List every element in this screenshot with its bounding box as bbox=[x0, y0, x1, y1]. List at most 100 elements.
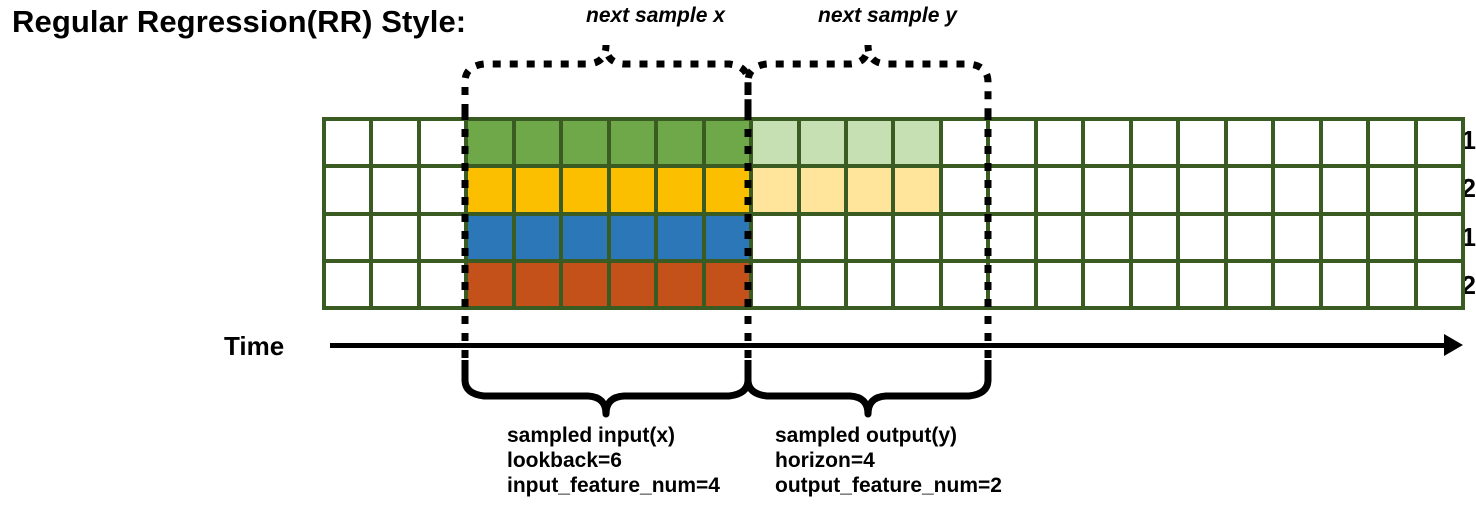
cell-blank-r1-c19 bbox=[1180, 121, 1224, 165]
cell-blank-r3-c1 bbox=[326, 215, 370, 259]
cell-input-r2-c6 bbox=[563, 168, 607, 212]
cell-blank-r3-c2 bbox=[373, 215, 417, 259]
cell-blank-r3-c10 bbox=[753, 215, 797, 259]
cell-blank-r3-c11 bbox=[800, 215, 845, 259]
cell-blank-r2-c14 bbox=[942, 168, 987, 212]
cell-blank-r2-c1 bbox=[326, 168, 370, 212]
cell-blank-r2-c17 bbox=[1085, 168, 1129, 212]
cell-blank-r1-c17 bbox=[1085, 121, 1129, 165]
cell-blank-r3-c16 bbox=[1037, 215, 1082, 259]
cell-input-r1-c9 bbox=[705, 121, 750, 165]
cell-input-r2-c8 bbox=[658, 168, 702, 212]
cell-input-r1-c8 bbox=[658, 121, 702, 165]
cell-blank-r3-c17 bbox=[1085, 215, 1129, 259]
bottom-brace-sampled-output bbox=[744, 360, 992, 418]
cell-blank-r3-c21 bbox=[1275, 215, 1319, 259]
cell-input-r4-c4 bbox=[468, 262, 512, 306]
cell-output-r2-c11 bbox=[800, 168, 845, 212]
cell-blank-r4-c19 bbox=[1180, 262, 1224, 306]
cell-blank-r2-c21 bbox=[1275, 168, 1319, 212]
caption-sampled-input: sampled input(x) lookback=6 input_featur… bbox=[507, 423, 720, 498]
caption-input-line-3: input_feature_num=4 bbox=[507, 474, 720, 497]
cell-blank-r4-c20 bbox=[1227, 262, 1272, 306]
cell-blank-r2-c18 bbox=[1132, 168, 1177, 212]
cell-blank-r1-c23 bbox=[1370, 121, 1414, 165]
caption-output-line-3: output_feature_num=2 bbox=[775, 474, 1002, 497]
cell-blank-r1-c18 bbox=[1132, 121, 1177, 165]
cell-blank-r1-c21 bbox=[1275, 121, 1319, 165]
cell-blank-r4-c17 bbox=[1085, 262, 1129, 306]
cell-blank-r1-c16 bbox=[1037, 121, 1082, 165]
caption-sampled-output: sampled output(y) horizon=4 output_featu… bbox=[775, 423, 1002, 498]
cell-blank-r4-c10 bbox=[753, 262, 797, 306]
cell-blank-r4-c1 bbox=[326, 262, 370, 306]
cell-output-r2-c10 bbox=[753, 168, 797, 212]
cell-blank-r2-c3 bbox=[420, 168, 465, 212]
cell-blank-r1-c14 bbox=[942, 121, 987, 165]
cell-input-r3-c8 bbox=[658, 215, 702, 259]
cell-blank-r2-c22 bbox=[1322, 168, 1367, 212]
cell-input-r3-c5 bbox=[515, 215, 560, 259]
cell-blank-r4-c12 bbox=[848, 262, 892, 306]
cell-blank-r2-c24 bbox=[1417, 168, 1461, 212]
caption-output-line-2: horizon=4 bbox=[775, 449, 875, 472]
cell-blank-r2-c20 bbox=[1227, 168, 1272, 212]
cell-input-r1-c4 bbox=[468, 121, 512, 165]
cell-blank-r4-c2 bbox=[373, 262, 417, 306]
top-brace-next-sample-y bbox=[744, 44, 992, 112]
cell-blank-r4-c14 bbox=[942, 262, 987, 306]
cell-blank-r2-c15 bbox=[990, 168, 1034, 212]
cell-blank-r4-c23 bbox=[1370, 262, 1414, 306]
cell-input-r4-c7 bbox=[610, 262, 655, 306]
cell-blank-r3-c24 bbox=[1417, 215, 1461, 259]
cell-blank-r3-c14 bbox=[942, 215, 987, 259]
cell-blank-r4-c21 bbox=[1275, 262, 1319, 306]
caption-input-line-1: sampled input(x) bbox=[507, 424, 676, 447]
cell-input-r1-c6 bbox=[563, 121, 607, 165]
cell-blank-r4-c13 bbox=[895, 262, 939, 306]
cell-blank-r4-c11 bbox=[800, 262, 845, 306]
cell-input-r4-c8 bbox=[658, 262, 702, 306]
caption-input-line-2: lookback=6 bbox=[507, 449, 622, 472]
cell-input-r2-c9 bbox=[705, 168, 750, 212]
cell-output-r1-c12 bbox=[848, 121, 892, 165]
time-axis-line bbox=[330, 343, 1446, 348]
cell-blank-r4-c22 bbox=[1322, 262, 1367, 306]
cell-input-r4-c9 bbox=[705, 262, 750, 306]
cell-blank-r3-c15 bbox=[990, 215, 1034, 259]
cell-input-r2-c4 bbox=[468, 168, 512, 212]
cell-blank-r3-c22 bbox=[1322, 215, 1367, 259]
cell-input-r3-c7 bbox=[610, 215, 655, 259]
cell-blank-r3-c19 bbox=[1180, 215, 1224, 259]
cell-blank-r4-c3 bbox=[420, 262, 465, 306]
cell-blank-r2-c23 bbox=[1370, 168, 1414, 212]
cell-input-r4-c6 bbox=[563, 262, 607, 306]
cell-blank-r4-c18 bbox=[1132, 262, 1177, 306]
annotation-next-sample-x: next sample x bbox=[586, 4, 725, 27]
cell-blank-r4-c15 bbox=[990, 262, 1034, 306]
cell-blank-r4-c24 bbox=[1417, 262, 1461, 306]
cell-output-r1-c11 bbox=[800, 121, 845, 165]
cell-blank-r1-c15 bbox=[990, 121, 1034, 165]
cell-output-r2-c12 bbox=[848, 168, 892, 212]
cell-blank-r1-c20 bbox=[1227, 121, 1272, 165]
cell-blank-r1-c2 bbox=[373, 121, 417, 165]
cell-input-r3-c4 bbox=[468, 215, 512, 259]
caption-output-line-1: sampled output(y) bbox=[775, 424, 957, 447]
cell-blank-r1-c24 bbox=[1417, 121, 1461, 165]
page-title: Regular Regression(RR) Style: bbox=[12, 4, 467, 39]
cell-input-r2-c5 bbox=[515, 168, 560, 212]
cell-blank-r3-c20 bbox=[1227, 215, 1272, 259]
cell-blank-r2-c16 bbox=[1037, 168, 1082, 212]
cell-output-r1-c10 bbox=[753, 121, 797, 165]
bottom-brace-sampled-input bbox=[461, 360, 752, 418]
cell-blank-r3-c23 bbox=[1370, 215, 1414, 259]
cell-blank-r1-c1 bbox=[326, 121, 370, 165]
timeline-grid bbox=[322, 117, 1465, 310]
cell-blank-r1-c22 bbox=[1322, 121, 1367, 165]
cell-blank-r2-c19 bbox=[1180, 168, 1224, 212]
cell-blank-r4-c16 bbox=[1037, 262, 1082, 306]
cell-blank-r3-c3 bbox=[420, 215, 465, 259]
cell-blank-r3-c18 bbox=[1132, 215, 1177, 259]
